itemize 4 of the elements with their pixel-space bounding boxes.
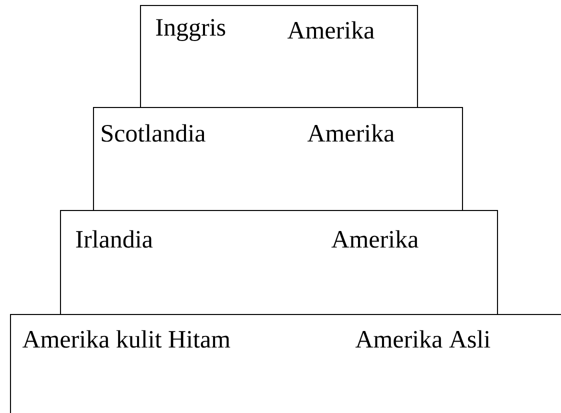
tier-box: Amerika kulit Hitam Amerika Asli (10, 314, 561, 413)
tier-box: Irlandia Amerika (60, 210, 498, 315)
tier-box: Inggris Amerika (140, 5, 418, 108)
tier-box: Scotlandia Amerika (93, 107, 463, 211)
